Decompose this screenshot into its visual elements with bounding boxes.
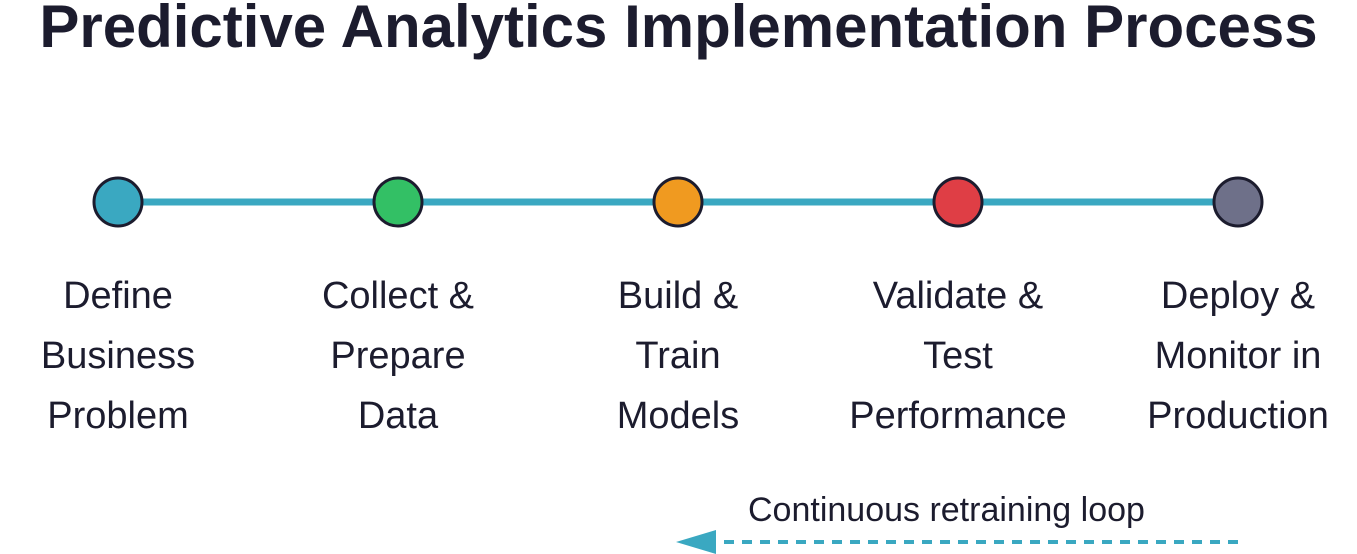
step-node-2 (372, 176, 424, 228)
step-label-line: Build & (617, 275, 739, 317)
step-node-5 (1212, 176, 1264, 228)
step-label-line: Business (40, 335, 196, 377)
step-label-line: Prepare (330, 335, 466, 377)
step-node-1 (92, 176, 144, 228)
step-label-line: Collect & (321, 275, 475, 317)
step-label-line: Validate & (872, 275, 1044, 317)
step-label-line: Data (357, 395, 439, 437)
step-node-4 (932, 176, 984, 228)
step-label-5: Deploy & Monitor in Production (1118, 266, 1357, 446)
step-label-line: Train (635, 335, 721, 377)
step-label-line: Models (616, 395, 740, 437)
step-label-line: Problem (47, 395, 189, 437)
step-label-line: Performance (849, 395, 1067, 437)
step-label-line: Deploy & (1160, 275, 1316, 317)
retraining-loop-arrowhead (676, 530, 716, 554)
step-node-3 (652, 176, 704, 228)
step-label-line: Test (923, 335, 993, 377)
step-label-line: Define (63, 275, 173, 317)
diagram-title: Predictive Analytics Implementation Proc… (39, 0, 1318, 60)
step-label-line: Monitor in (1154, 335, 1322, 377)
retraining-loop-label: Continuous retraining loop (748, 491, 1145, 529)
step-label-line: Production (1147, 395, 1329, 437)
